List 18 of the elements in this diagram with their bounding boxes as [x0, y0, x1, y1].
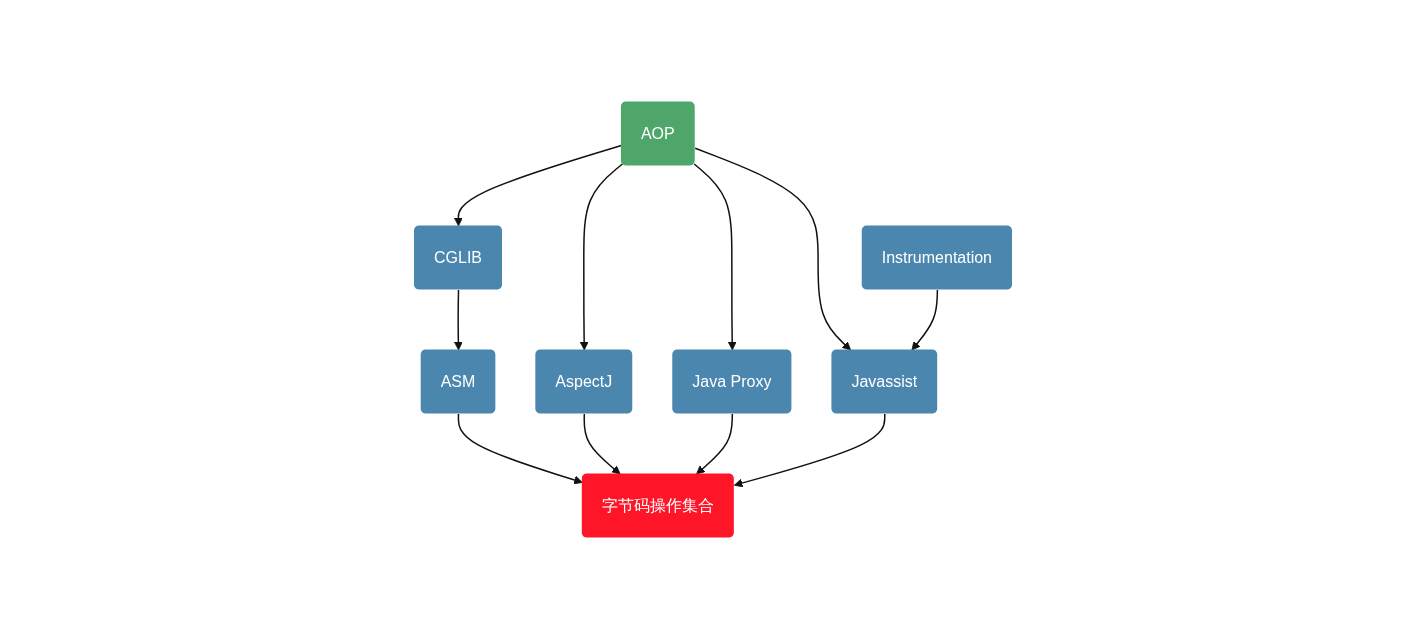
node-box: Instrumentation — [862, 225, 1013, 290]
arrow — [583, 413, 621, 475]
arrow — [694, 147, 852, 351]
arrow — [912, 289, 939, 351]
node-box: Javassist — [831, 349, 938, 414]
node-box: AspectJ — [535, 349, 633, 414]
arrow — [696, 413, 734, 475]
node-box: CGLIB — [414, 225, 503, 290]
arrow — [734, 413, 887, 488]
node-box: 字节码操作集合 — [582, 473, 735, 538]
arrow — [458, 413, 584, 485]
arrow — [454, 144, 623, 227]
arrow — [693, 163, 738, 351]
arrow — [454, 289, 464, 351]
node-box: AOP — [621, 101, 696, 166]
node-box: Java Proxy — [672, 349, 792, 414]
node-box: ASM — [421, 349, 496, 414]
arrow — [580, 163, 624, 351]
